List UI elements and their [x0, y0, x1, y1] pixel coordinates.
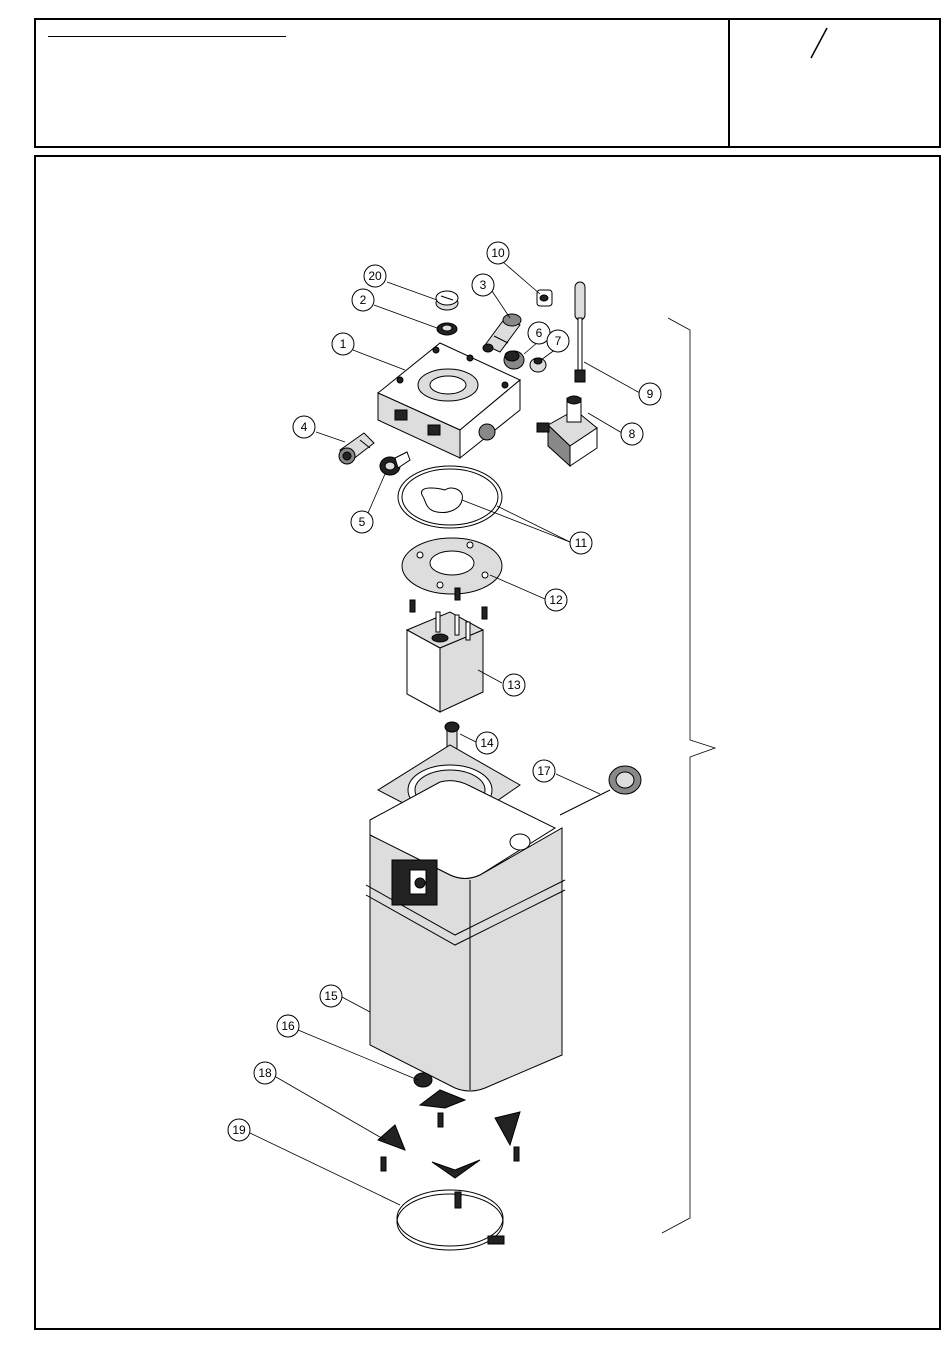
svg-text:5: 5: [359, 515, 366, 529]
svg-text:10: 10: [491, 246, 505, 260]
svg-text:7: 7: [555, 334, 562, 348]
part-3-cartridge-valve: [483, 314, 521, 352]
svg-text:17: 17: [537, 764, 551, 778]
svg-text:18: 18: [258, 1066, 272, 1080]
callout-17: 17: [533, 760, 555, 782]
part-6-plug: [504, 351, 524, 369]
part-4-fitting: [339, 433, 374, 464]
callout-13: 13: [503, 674, 525, 696]
part-18-mounting-feet: [378, 1090, 520, 1178]
part-1-valve-block: [378, 343, 520, 458]
part-11-o-rings: [398, 466, 502, 528]
callout-7: 7: [547, 330, 569, 352]
part-12-gasket-plate: [402, 538, 502, 594]
callout-15: 15: [320, 985, 342, 1007]
part-8-manual-valve: [537, 396, 597, 466]
part-9-handle-lever: [575, 282, 585, 382]
assembly-bracket: [662, 318, 715, 1233]
part-7-fitting: [530, 358, 546, 372]
callout-5: 5: [351, 511, 373, 533]
svg-text:19: 19: [232, 1123, 246, 1137]
callout-8: 8: [621, 423, 643, 445]
part-20-cap: [436, 291, 458, 310]
svg-text:8: 8: [629, 427, 636, 441]
svg-text:12: 12: [549, 593, 563, 607]
svg-text:20: 20: [368, 269, 382, 283]
part-2-washer: [437, 323, 457, 335]
svg-text:14: 14: [480, 736, 494, 750]
svg-text:4: 4: [301, 420, 308, 434]
callout-11: 11: [570, 532, 592, 554]
callout-3: 3: [472, 274, 494, 296]
part-19-clamp-band: [397, 1190, 504, 1250]
svg-text:13: 13: [507, 678, 521, 692]
callout-19: 19: [228, 1119, 250, 1141]
svg-text:2: 2: [360, 293, 367, 307]
svg-text:11: 11: [575, 536, 588, 550]
part-10-cap-nut: [537, 290, 552, 306]
callout-2: 2: [352, 289, 374, 311]
part-5-fitting: [380, 452, 410, 475]
svg-text:16: 16: [281, 1019, 295, 1033]
callout-12: 12: [545, 589, 567, 611]
svg-text:6: 6: [536, 326, 543, 340]
callout-4: 4: [293, 416, 315, 438]
callout-10: 10: [487, 242, 509, 264]
part-16-drain-plug: [414, 1073, 432, 1087]
svg-text:1: 1: [340, 337, 347, 351]
part-15-reservoir-tank: [366, 745, 565, 1091]
callout-18: 18: [254, 1062, 276, 1084]
svg-text:15: 15: [324, 989, 338, 1003]
svg-text:9: 9: [647, 387, 654, 401]
svg-text:3: 3: [480, 278, 487, 292]
callout-9: 9: [639, 383, 661, 405]
callout-16: 16: [277, 1015, 299, 1037]
callout-20: 20: [364, 265, 386, 287]
part-13-pump: [407, 588, 487, 712]
callout-14: 14: [476, 732, 498, 754]
callout-1: 1: [332, 333, 354, 355]
part-17-filler-cap: [560, 766, 641, 815]
